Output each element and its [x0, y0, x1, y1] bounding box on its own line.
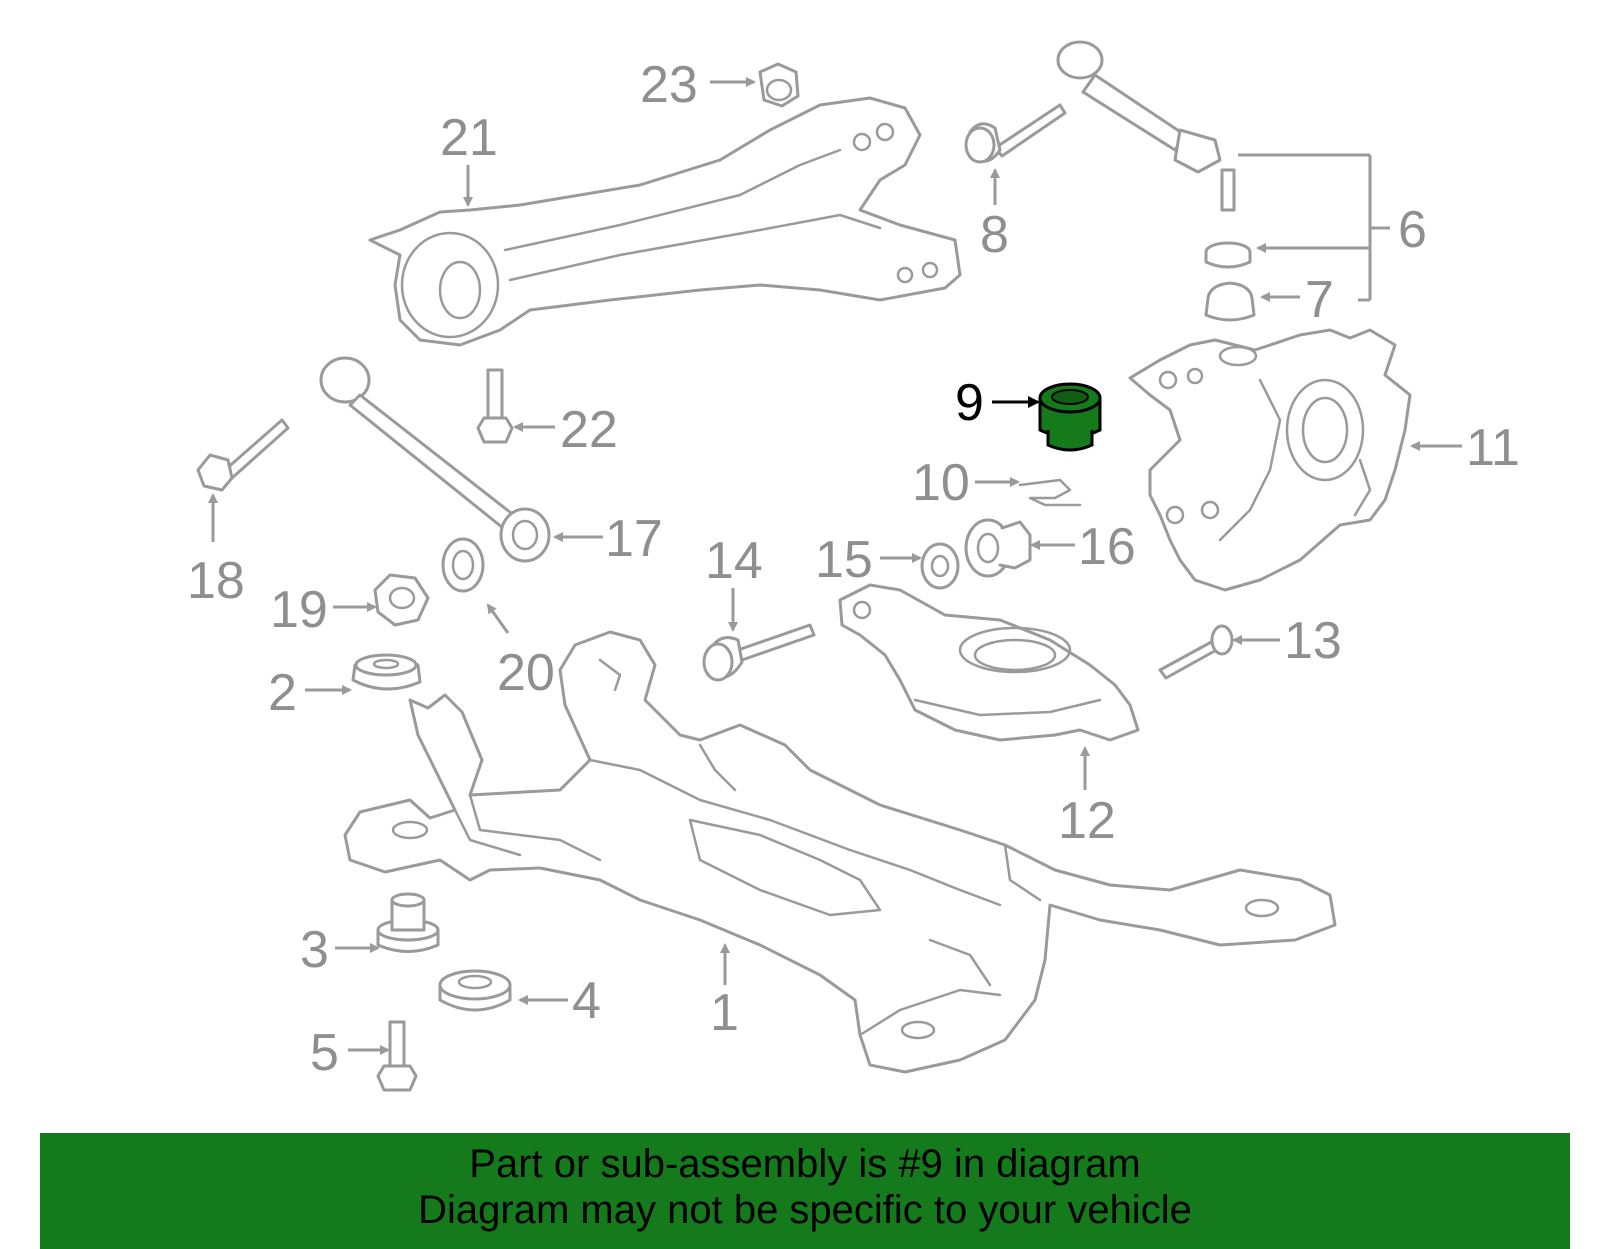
- nut-23: [758, 62, 800, 108]
- svg-text:22: 22: [560, 401, 618, 459]
- svg-text:18: 18: [187, 552, 245, 610]
- bushing-2: [351, 653, 422, 691]
- callout-6: 6: [1238, 153, 1427, 302]
- upper-arm-21: [368, 96, 962, 347]
- bushing-15: [920, 542, 960, 590]
- svg-text:15: 15: [815, 531, 873, 589]
- svg-text:17: 17: [605, 510, 663, 568]
- callout-16: 16: [1030, 518, 1136, 576]
- subframe-part: [343, 630, 1337, 1074]
- svg-text:23: 23: [640, 56, 698, 114]
- svg-text:8: 8: [980, 206, 1009, 264]
- link-17: [319, 356, 551, 563]
- callout-10: 10: [912, 454, 1020, 512]
- svg-text:13: 13: [1284, 612, 1342, 670]
- callout-20: 20: [486, 603, 555, 702]
- suspension-parts-diagram: 1 2 3 4 5 6 7 8 9 10 11: [187, 40, 1520, 1092]
- svg-text:20: 20: [497, 644, 555, 702]
- svg-text:21: 21: [440, 109, 498, 167]
- stud-22: [476, 368, 514, 444]
- svg-text:2: 2: [268, 664, 297, 722]
- lower-arm-12: [838, 583, 1140, 742]
- callout-13: 13: [1232, 612, 1342, 670]
- bolt-8: [964, 103, 1067, 164]
- callout-5: 5: [310, 1024, 390, 1082]
- callout-7: 7: [1260, 271, 1334, 329]
- svg-text:16: 16: [1078, 518, 1136, 576]
- callout-22: 22: [513, 401, 618, 459]
- nut-9-highlighted: [1038, 382, 1102, 452]
- svg-text:3: 3: [300, 921, 329, 979]
- stabilizer-link: [1056, 40, 1256, 322]
- svg-text:12: 12: [1058, 792, 1116, 850]
- callout-11: 11: [1410, 419, 1520, 477]
- clip-10: [1018, 478, 1082, 507]
- info-banner: Part or sub-assembly is #9 in diagram Di…: [40, 1133, 1570, 1249]
- svg-text:1: 1: [710, 984, 739, 1042]
- svg-text:6: 6: [1398, 201, 1427, 259]
- bolt-13: [1158, 624, 1234, 680]
- callout-8: 8: [980, 168, 1009, 264]
- callout-2: 2: [268, 664, 352, 722]
- callout-3: 3: [300, 921, 380, 979]
- callout-14: 14: [705, 532, 763, 632]
- washer-20: [441, 537, 485, 593]
- svg-text:5: 5: [310, 1024, 339, 1082]
- callout-17: 17: [553, 510, 663, 568]
- nut-16: [964, 518, 1032, 578]
- callout-23: 23: [640, 56, 756, 114]
- callout-19: 19: [270, 581, 377, 639]
- svg-text:11: 11: [1466, 419, 1520, 477]
- callout-1: 1: [710, 943, 739, 1042]
- bolt-5: [376, 1020, 418, 1092]
- knuckle-11: [1128, 328, 1412, 592]
- bolt-14: [702, 623, 816, 682]
- bolt-18: [196, 418, 290, 492]
- svg-text:7: 7: [1305, 271, 1334, 329]
- banner-line-2: Diagram may not be specific to your vehi…: [418, 1188, 1192, 1232]
- bushing-3: [376, 892, 440, 953]
- svg-text:10: 10: [912, 454, 970, 512]
- svg-text:14: 14: [705, 532, 763, 590]
- callout-4: 4: [518, 972, 601, 1030]
- svg-text:9: 9: [955, 374, 984, 432]
- bushing-4: [438, 969, 512, 1012]
- callout-9: 9: [955, 374, 1040, 432]
- callout-15: 15: [815, 531, 922, 589]
- callout-21: 21: [440, 109, 498, 207]
- callout-12: 12: [1058, 746, 1116, 850]
- svg-text:4: 4: [572, 972, 601, 1030]
- svg-text:19: 19: [270, 581, 328, 639]
- nut-19: [373, 573, 430, 627]
- banner-line-1: Part or sub-assembly is #9 in diagram: [469, 1142, 1141, 1186]
- callout-18: 18: [187, 493, 245, 610]
